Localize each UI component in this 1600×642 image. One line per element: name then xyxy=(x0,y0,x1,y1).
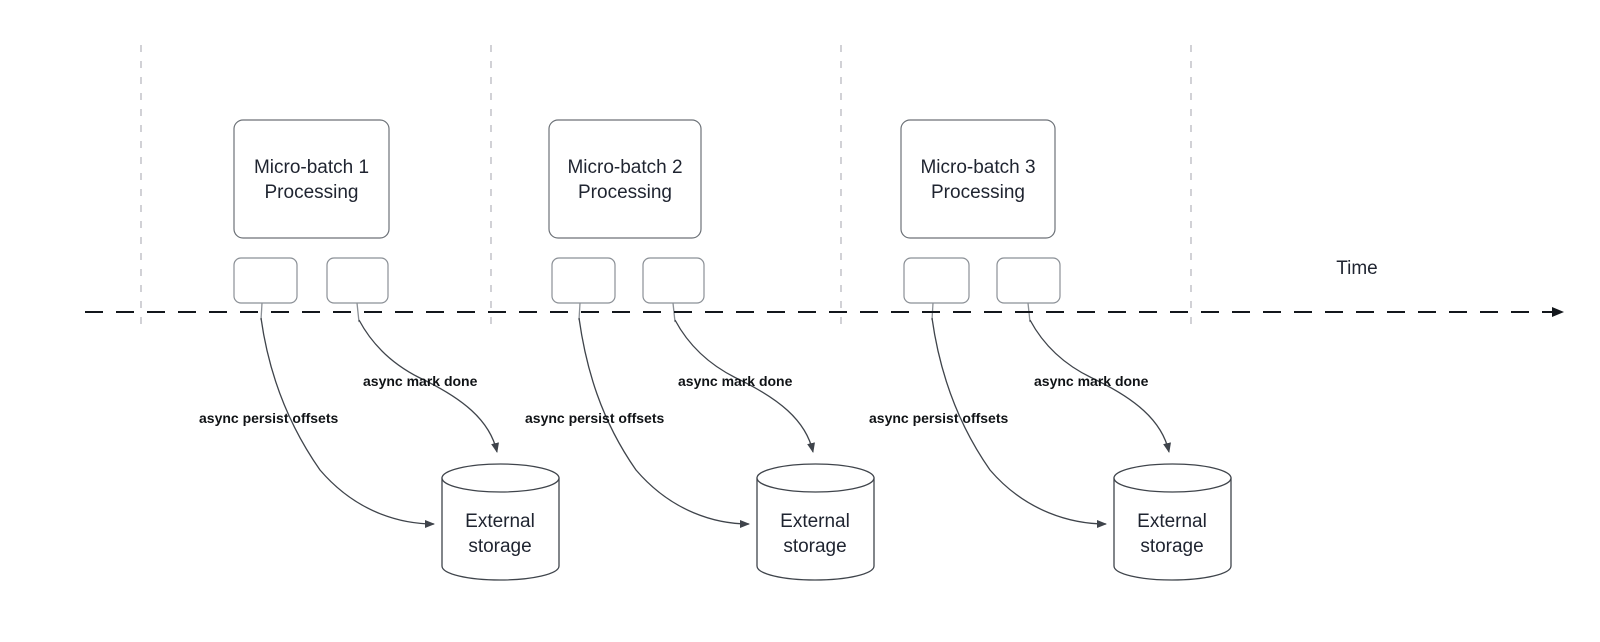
micro-batch-1-box xyxy=(233,119,390,239)
storage-2-body xyxy=(756,477,875,581)
micro-batch-2-box xyxy=(548,119,702,239)
storage-3-label-line2: storage xyxy=(1140,536,1203,557)
micro-batch-1-label-line1: Micro-batch 1 xyxy=(254,157,369,178)
micro-batch-1-persist-offsets-label: async persist offsets xyxy=(199,410,338,426)
storage-3-label-line1: External xyxy=(1137,511,1207,532)
storage-2-top xyxy=(756,463,875,493)
storage-2: External storage xyxy=(756,463,875,581)
group-micro-batch-1: Micro-batch 1 Processing async persist o… xyxy=(199,119,560,581)
micro-batch-3-box xyxy=(900,119,1056,239)
micro-batch-3-mark-done-label: async mark done xyxy=(1034,373,1149,389)
micro-batch-3-mark-done-arrow xyxy=(1029,319,1171,453)
time-axis-label: Time xyxy=(1336,258,1378,279)
storage-3-body xyxy=(1113,477,1232,581)
storage-1-label-line2: storage xyxy=(468,536,531,557)
storage-1-body xyxy=(441,477,560,581)
storage-3: External storage xyxy=(1113,463,1232,581)
micro-batch-2-mark-done-label: async mark done xyxy=(678,373,793,389)
micro-batch-2-label-line1: Micro-batch 2 xyxy=(567,157,682,178)
storage-3-top xyxy=(1113,463,1232,493)
micro-batch-2-label-line2: Processing xyxy=(578,182,672,203)
micro-batch-3-persist-offsets-label: async persist offsets xyxy=(869,410,1008,426)
micro-batch-1-label-line2: Processing xyxy=(265,182,359,203)
micro-batch-1-mark-stem xyxy=(356,302,360,323)
storage-1-label-line1: External xyxy=(465,511,535,532)
micro-batch-3-label-line1: Micro-batch 3 xyxy=(920,157,1035,178)
storage-2-label-line1: External xyxy=(780,511,850,532)
micro-batch-1-persist-offsets-task xyxy=(233,257,298,304)
group-micro-batch-3: Micro-batch 3 Processing async persist o… xyxy=(869,119,1232,581)
micro-batch-1-mark-done-arrow xyxy=(358,319,499,453)
micro-batch-1-persist-stem xyxy=(260,302,263,321)
micro-batch-2-mark-done-task xyxy=(642,257,705,304)
storage-1: External storage xyxy=(441,463,560,581)
micro-batch-2-persist-offsets-task xyxy=(551,257,616,304)
group-micro-batch-2: Micro-batch 2 Processing async persist o… xyxy=(525,119,875,581)
micro-batch-3-mark-done-task xyxy=(996,257,1061,304)
micro-batch-2-persist-offsets-arrow xyxy=(578,317,750,528)
micro-batch-2-mark-done-arrow xyxy=(674,319,815,453)
storage-1-top xyxy=(441,463,560,493)
micro-batch-1-mark-done-label: async mark done xyxy=(363,373,478,389)
micro-batch-3-persist-offsets-arrow xyxy=(931,317,1107,528)
micro-batch-3-persist-offsets-task xyxy=(903,257,970,304)
micro-batch-2-persist-stem xyxy=(578,302,581,321)
micro-batch-1-mark-done-task xyxy=(326,257,389,304)
storage-2-label-line2: storage xyxy=(783,536,846,557)
micro-batch-3-label-line2: Processing xyxy=(931,182,1025,203)
micro-batch-1-persist-offsets-arrow xyxy=(260,317,435,528)
micro-batch-2-persist-offsets-label: async persist offsets xyxy=(525,410,664,426)
